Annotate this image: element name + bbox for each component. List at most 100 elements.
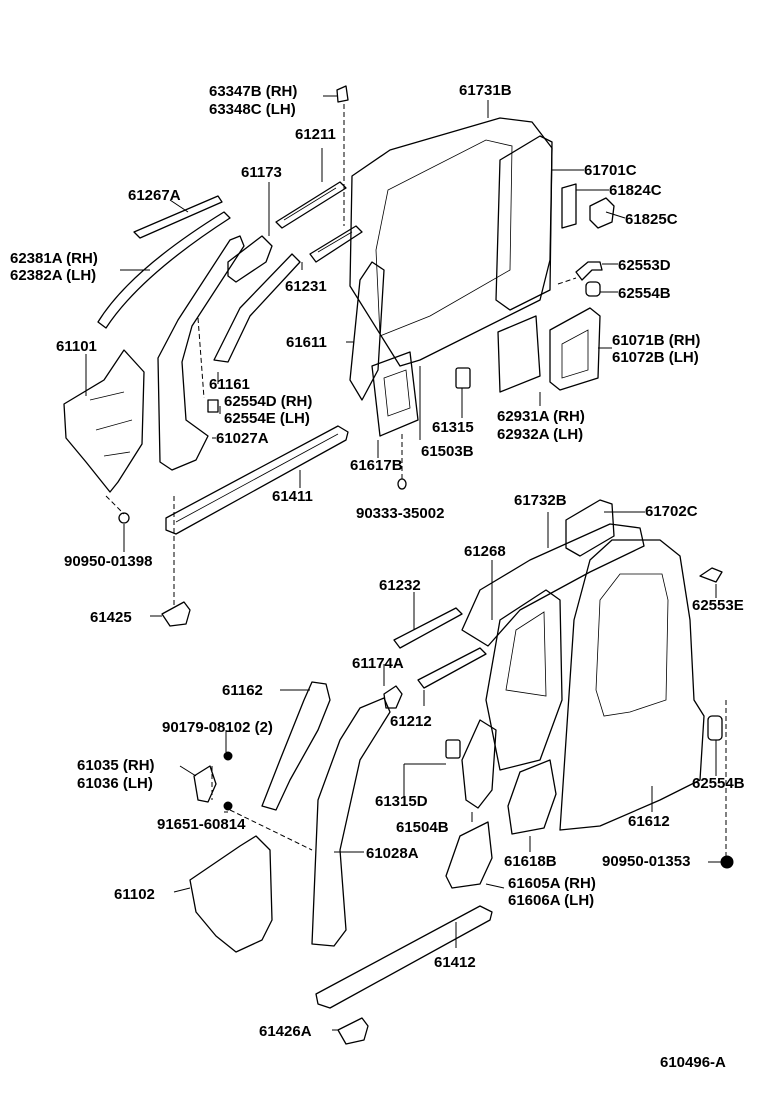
label-61612: 61612 [628, 813, 670, 830]
label-61174a: 61174A [352, 655, 404, 672]
part-61605a-panel [445, 821, 493, 889]
label-63347b: 63347B (RH) [209, 83, 297, 100]
label-61732b: 61732B [514, 492, 567, 509]
label-61161: 61161 [209, 376, 250, 393]
part-62554d-plug [207, 399, 219, 413]
label-61425: 61425 [90, 609, 132, 626]
label-61504b: 61504B [396, 819, 449, 836]
part-61027a-a-pillar [157, 235, 245, 471]
label-62932a: 62932A (LH) [497, 426, 583, 443]
label-61027a: 61027A [216, 430, 269, 447]
part-number-labels: 63347B (RH) 63348C (LH) 61731B 61211 611… [10, 82, 745, 1071]
label-62381a: 62381A (RH) [10, 250, 98, 267]
label-61232: 61232 [379, 577, 421, 594]
part-62553d-seal [575, 261, 603, 281]
label-62553e: 62553E [692, 597, 744, 614]
label-62554b-bottom: 62554B [692, 775, 745, 792]
label-90333: 90333-35002 [356, 505, 444, 522]
part-61824c-block [561, 183, 577, 229]
part-90950-01353-plug [720, 855, 734, 869]
label-61618b: 61618B [504, 853, 557, 870]
label-62554d: 62554D (RH) [224, 393, 312, 410]
part-61412-rocker [315, 905, 493, 1009]
label-61315d: 61315D [375, 793, 428, 810]
part-61232-rail [393, 607, 463, 649]
label-61268: 61268 [464, 543, 506, 560]
label-63348c: 63348C (LH) [209, 101, 296, 118]
label-61212: 61212 [390, 713, 432, 730]
part-61411-rocker [165, 425, 349, 535]
part-61315-bracket [455, 367, 471, 389]
part-61426a-extension [337, 1017, 369, 1045]
label-61162: 61162 [222, 682, 263, 699]
label-61731b: 61731B [459, 82, 512, 99]
part-61504b-pillar [461, 719, 497, 809]
label-62931a: 62931A (RH) [497, 408, 585, 425]
label-61825c: 61825C [625, 211, 678, 228]
part-61212-rail [417, 647, 487, 689]
part-61268-inner-panel [485, 589, 563, 771]
leader-lines [85, 95, 721, 1031]
label-61071b: 61071B (RH) [612, 332, 700, 349]
label-61606a: 61606A (LH) [508, 892, 594, 909]
label-61102: 61102 [114, 886, 155, 903]
label-61611: 61611 [286, 334, 327, 351]
label-61605a: 61605A (RH) [508, 875, 596, 892]
label-61503b: 61503B [421, 443, 474, 460]
part-61028a-b-pillar [311, 697, 391, 947]
part-61101-cowl-side [63, 349, 145, 493]
label-61267a: 61267A [128, 187, 181, 204]
part-61173-reinforcement [227, 235, 273, 283]
label-90179: 90179-08102 (2) [162, 719, 273, 736]
part-61618b-panel [507, 759, 557, 835]
label-61101: 61101 [56, 338, 97, 355]
label-90950-01353: 90950-01353 [602, 853, 690, 870]
part-61825c-block [589, 197, 615, 229]
part-90950-01398-plug [118, 512, 130, 524]
part-61071b-inner-panel [549, 307, 601, 391]
part-61102-cowl-side [189, 835, 273, 953]
label-figure-code: 610496-A [660, 1054, 726, 1071]
label-62554b-top: 62554B [618, 285, 671, 302]
label-62554e: 62554E (LH) [224, 410, 310, 427]
label-61211: 61211 [295, 126, 336, 143]
part-61611-b-pillar [349, 261, 385, 401]
label-62553d: 62553D [618, 257, 671, 274]
part-61161-inner-pillar [213, 253, 301, 363]
part-61211-rail [275, 181, 347, 229]
part-61162-pillar [261, 681, 331, 811]
part-62381a-weatherstrip [97, 211, 231, 329]
part-62554b-bottom-seal [707, 715, 723, 741]
part-61174a-bracket [383, 685, 403, 709]
part-61701c-quarter-frame [495, 135, 553, 311]
label-61173: 61173 [241, 164, 282, 181]
part-61702c-frame [565, 499, 615, 557]
part-61315d-bracket [445, 739, 461, 759]
label-61028a: 61028A [366, 845, 419, 862]
label-61824c: 61824C [609, 182, 662, 199]
part-62554b-top-seal [585, 281, 601, 297]
label-61412: 61412 [434, 954, 476, 971]
part-61425-extension [161, 601, 191, 627]
label-61072b: 61072B (LH) [612, 349, 699, 366]
label-61035: 61035 (RH) [77, 757, 155, 774]
label-61315: 61315 [432, 419, 474, 436]
part-61617b-pillar [371, 351, 419, 437]
label-61702c: 61702C [645, 503, 698, 520]
part-61231-rail [309, 225, 363, 263]
part-61732b-frame [461, 523, 645, 647]
part-61035-bracket [193, 765, 217, 803]
part-61612-quarter-panel [559, 539, 705, 831]
part-62553e-seal [699, 567, 723, 583]
part-61267a-strip [133, 195, 223, 239]
label-61617b: 61617B [350, 457, 403, 474]
label-91651: 91651-60814 [157, 816, 246, 833]
part-62931a-cover [497, 315, 541, 393]
label-62382a: 62382A (LH) [10, 267, 96, 284]
label-61036: 61036 (LH) [77, 775, 153, 792]
label-61701c: 61701C [584, 162, 637, 179]
label-61426a: 61426A [259, 1023, 312, 1040]
label-90950-01398: 90950-01398 [64, 553, 152, 570]
